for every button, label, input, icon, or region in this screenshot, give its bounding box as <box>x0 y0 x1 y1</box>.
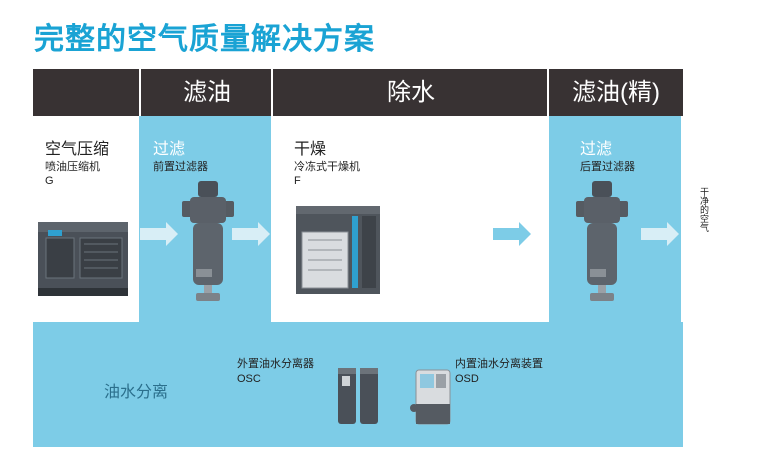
internal-separator-image <box>410 369 451 425</box>
post-filter-title: 过滤 <box>580 141 613 158</box>
internal-separator-name: 内置油水分离装置 <box>455 358 543 370</box>
post-filter-image <box>576 181 628 301</box>
pre-filter-name: 前置过滤器 <box>153 161 208 173</box>
pre-filter-title: 过滤 <box>153 141 186 158</box>
flow-arrow-2 <box>232 222 270 246</box>
dryer-image <box>296 206 380 294</box>
header-water-removal: 除水 <box>271 69 549 116</box>
external-separator-image <box>338 368 378 424</box>
dryer-code: F <box>294 175 301 187</box>
compression-title: 空气压缩 <box>45 141 110 158</box>
header-oil-filter: 滤油 <box>139 69 273 116</box>
external-separator-name: 外置油水分离器 <box>237 358 314 370</box>
dryer-title: 干燥 <box>294 141 327 158</box>
flow-arrow-3 <box>493 222 531 246</box>
pre-filter-image <box>182 181 234 301</box>
compressor-image <box>38 222 128 296</box>
external-separator-code: OSC <box>237 373 261 385</box>
compressor-name: 喷油压缩机 <box>45 161 100 173</box>
clean-air-label: 干净的空气 <box>699 187 709 232</box>
compressor-code: G <box>45 175 54 187</box>
separation-title: 油水分离 <box>104 384 169 401</box>
flow-arrow-1 <box>140 222 178 246</box>
dryer-name: 冷冻式干燥机 <box>294 161 360 173</box>
flow-arrow-4 <box>641 222 679 246</box>
internal-separator-code: OSD <box>455 373 479 385</box>
header-oil-filter-fine: 滤油(精) <box>547 69 683 116</box>
post-filter-name: 后置过滤器 <box>580 161 635 173</box>
header-bar <box>33 69 683 116</box>
page-title: 完整的空气质量解决方案 <box>34 23 375 56</box>
oil-water-separation-panel <box>33 322 683 447</box>
